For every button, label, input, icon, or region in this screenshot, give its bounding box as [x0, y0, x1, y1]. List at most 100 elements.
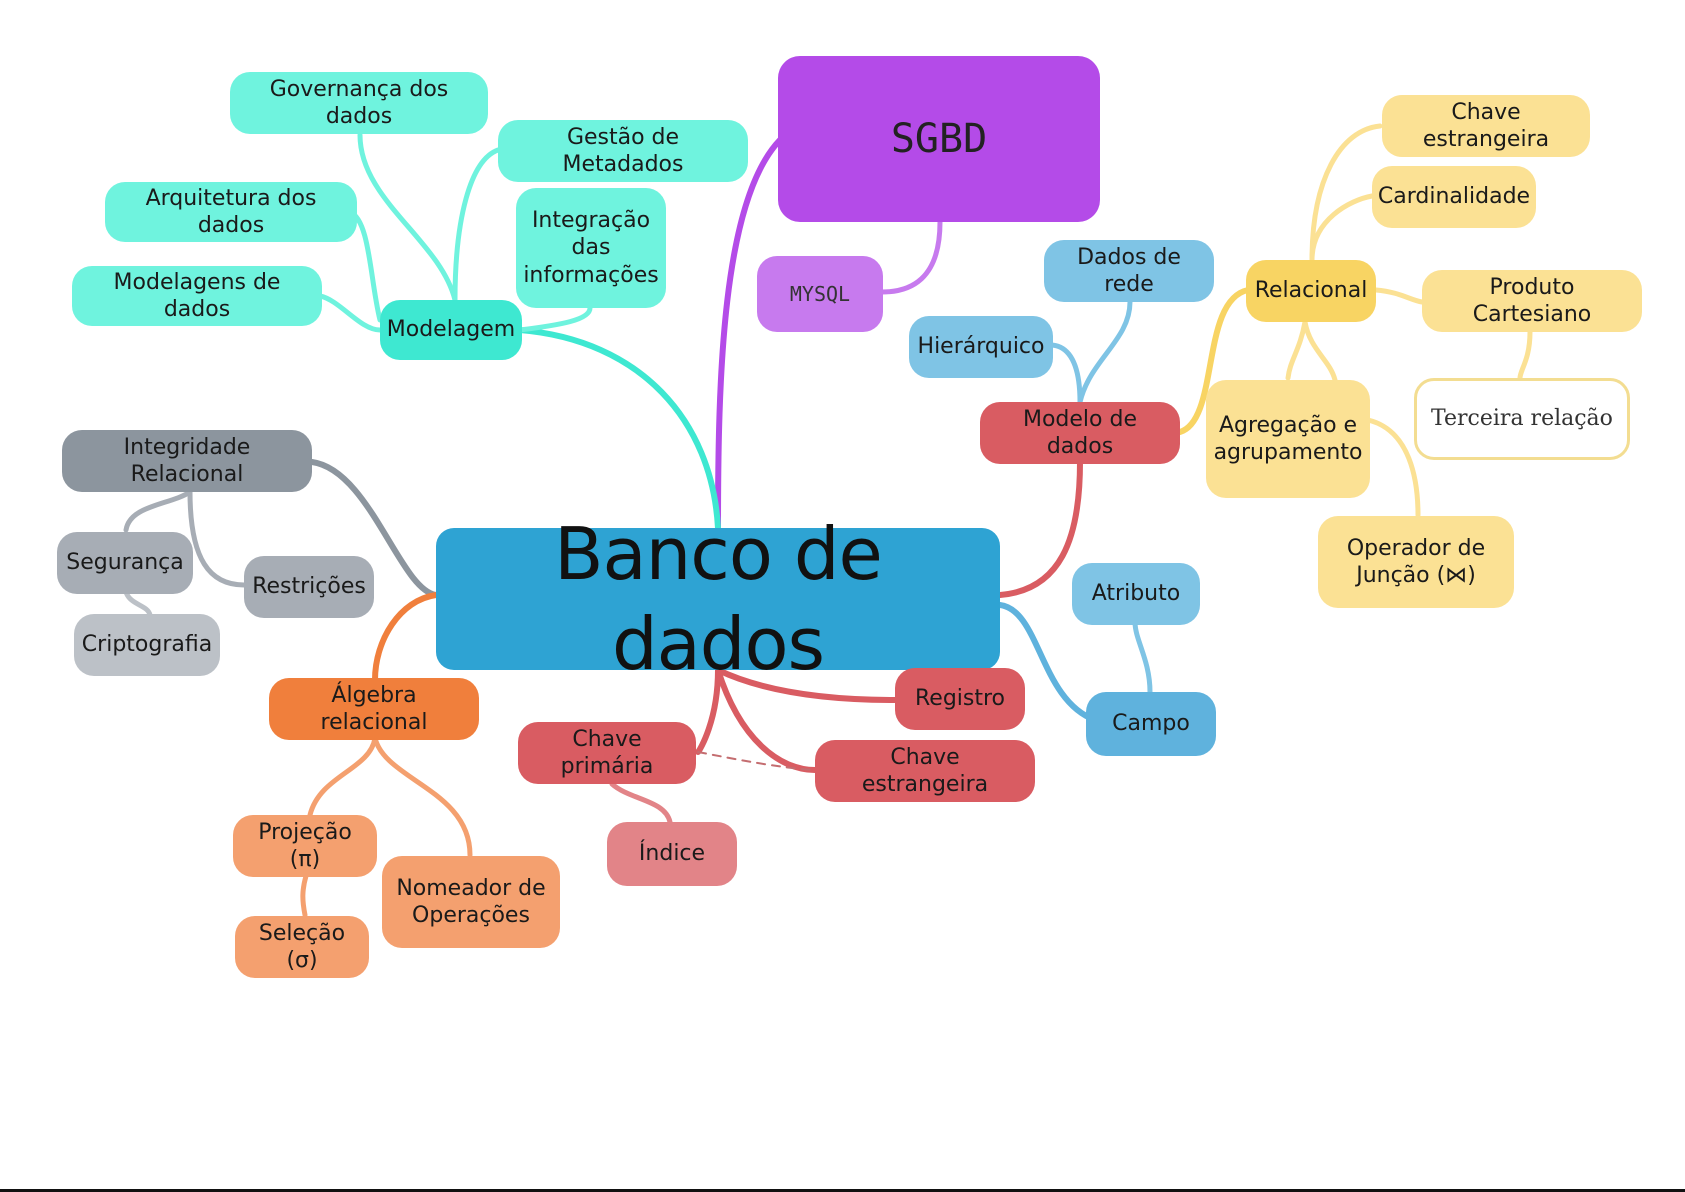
node-restricoes-label: Restrições — [252, 574, 366, 600]
node-modelo-dados-label: Modelo de dados — [1022, 406, 1137, 460]
connector-integridade-restricoes — [187, 489, 247, 588]
node-modelagens-label: Modelagens de dados — [113, 269, 281, 323]
connector-root-campo — [997, 602, 1098, 723]
connector-relacional-agregacao — [1285, 319, 1308, 381]
node-indice[interactable]: Índice — [607, 822, 737, 886]
connector-root-chave-primaria — [695, 667, 721, 755]
connector-relacional-produto — [1373, 287, 1425, 305]
node-sgbd-label: SGBD — [890, 116, 988, 162]
node-gestao-metadados[interactable]: Gestão de Metadados — [498, 120, 748, 182]
node-governanca-label: Governança dos dados — [269, 76, 449, 130]
node-produto-cartesiano-label: Produto Cartesiano — [1472, 274, 1592, 328]
node-relacional-label: Relacional — [1254, 278, 1368, 304]
node-projecao-label: Projeção (π) — [258, 819, 352, 873]
node-integridade-label: Integridade Relacional — [123, 434, 251, 488]
node-operador-juncao-label: Operador de Junção (⋈) — [1346, 535, 1486, 589]
node-chave-estrangeira-right[interactable]: Chave estrangeira — [1382, 95, 1590, 157]
node-cardinalidade[interactable]: Cardinalidade — [1372, 166, 1536, 228]
node-restricoes[interactable]: Restrições — [244, 556, 374, 618]
node-nomeador-label: Nomeador de Operações — [396, 875, 546, 929]
connector-modelagem-modelagens — [317, 293, 383, 333]
node-mysql[interactable]: MYSQL — [757, 256, 883, 332]
node-arquitetura-label: Arquitetura dos dados — [145, 185, 317, 239]
node-nomeador[interactable]: Nomeador de Operações — [382, 856, 560, 948]
connector-algebra-projecao — [307, 735, 378, 818]
node-campo[interactable]: Campo — [1086, 692, 1216, 756]
node-operador-juncao[interactable]: Operador de Junção (⋈) — [1318, 516, 1514, 608]
root-label: Banco de dados — [554, 512, 883, 686]
connector-modelagem-gestao — [452, 147, 501, 303]
connector-root-modelagem — [517, 327, 721, 531]
node-integracao[interactable]: Integração das informações — [516, 188, 666, 308]
connector-root-modelo — [997, 459, 1083, 598]
node-hierarquico-label: Hierárquico — [917, 334, 1045, 360]
node-algebra-label: Álgebra relacional — [320, 682, 428, 736]
connector-root-integridade — [309, 459, 439, 598]
node-algebra[interactable]: Álgebra relacional — [269, 678, 479, 740]
node-relacional[interactable]: Relacional — [1246, 260, 1376, 322]
node-campo-label: Campo — [1112, 711, 1190, 737]
node-modelagem-label: Modelagem — [386, 317, 516, 343]
node-modelo-dados[interactable]: Modelo de dados — [980, 402, 1180, 464]
node-agregacao[interactable]: Agregação e agrupamento — [1206, 380, 1370, 498]
node-modelagem[interactable]: Modelagem — [380, 300, 522, 360]
node-atributo-label: Atributo — [1091, 581, 1181, 607]
connector-modelagem-governanca — [357, 132, 458, 303]
node-criptografia[interactable]: Criptografia — [74, 614, 220, 676]
node-hierarquico[interactable]: Hierárquico — [909, 316, 1053, 378]
connector-modelo-relacional — [1177, 287, 1251, 435]
connector-primaria-estrangeira-dashed — [697, 751, 816, 771]
node-agregacao-label: Agregação e agrupamento — [1213, 412, 1363, 466]
node-dados-rede[interactable]: Dados de rede — [1044, 240, 1214, 302]
connector-algebra-nomeador — [372, 735, 473, 858]
node-registro-label: Registro — [914, 686, 1006, 712]
connector-sgbd-mysql — [879, 219, 943, 295]
connector-relacional-agregacao-2 — [1302, 319, 1338, 383]
node-terceira-relacao[interactable]: Terceira relação — [1414, 378, 1630, 460]
connector-campo-atributo — [1132, 619, 1153, 695]
connector-modelo-rede — [1077, 299, 1133, 405]
connector-seguranca-criptografia — [123, 589, 153, 618]
node-sgbd[interactable]: SGBD — [778, 56, 1100, 222]
node-chave-estrangeira-right-label: Chave estrangeira — [1422, 99, 1550, 153]
node-selecao-label: Seleção (σ) — [258, 920, 346, 974]
node-atributo[interactable]: Atributo — [1072, 563, 1200, 625]
connector-modelagem-integracao — [517, 305, 593, 333]
node-seguranca[interactable]: Segurança — [57, 532, 193, 594]
node-projecao[interactable]: Projeção (π) — [233, 815, 377, 877]
node-cardinalidade-label: Cardinalidade — [1377, 184, 1531, 210]
node-selecao[interactable]: Seleção (σ) — [235, 916, 369, 978]
node-seguranca-label: Segurança — [66, 550, 184, 576]
node-modelagens[interactable]: Modelagens de dados — [72, 266, 322, 326]
node-chave-primaria[interactable]: Chave primária — [518, 722, 696, 784]
node-governanca[interactable]: Governança dos dados — [230, 72, 488, 134]
connector-relacional-chave — [1309, 123, 1383, 263]
node-integridade[interactable]: Integridade Relacional — [62, 430, 312, 492]
connector-modelo-hierarquico — [1047, 342, 1083, 405]
node-chave-estrangeira-bottom-label: Chave estrangeira — [861, 744, 989, 798]
node-indice-label: Índice — [638, 841, 706, 867]
connector-projecao-selecao — [300, 873, 309, 918]
node-criptografia-label: Criptografia — [81, 632, 213, 658]
node-arquitetura[interactable]: Arquitetura dos dados — [105, 182, 357, 242]
node-mysql-label: MYSQL — [789, 281, 851, 306]
root-node[interactable]: Banco de dados — [436, 512, 1000, 686]
node-dados-rede-label: Dados de rede — [1077, 244, 1181, 298]
bottom-border-line — [0, 1189, 1685, 1192]
node-produto-cartesiano[interactable]: Produto Cartesiano — [1422, 270, 1642, 332]
node-chave-estrangeira-bottom[interactable]: Chave estrangeira — [815, 740, 1035, 802]
connector-primaria-indice — [609, 781, 673, 825]
node-terceira-relacao-label: Terceira relação — [1431, 406, 1613, 432]
node-integracao-label: Integração das informações — [523, 207, 659, 288]
connector-agregacao-operador — [1365, 417, 1421, 518]
connector-produto-terceira — [1517, 329, 1533, 381]
connector-relacional-cardinalidade — [1309, 193, 1375, 263]
node-registro[interactable]: Registro — [895, 668, 1025, 730]
connector-integridade-seguranca — [123, 489, 193, 533]
node-chave-primaria-label: Chave primária — [560, 726, 654, 780]
node-gestao-metadados-label: Gestão de Metadados — [562, 124, 684, 178]
connector-root-sgbd — [715, 137, 783, 531]
connector-root-algebra — [372, 592, 439, 683]
